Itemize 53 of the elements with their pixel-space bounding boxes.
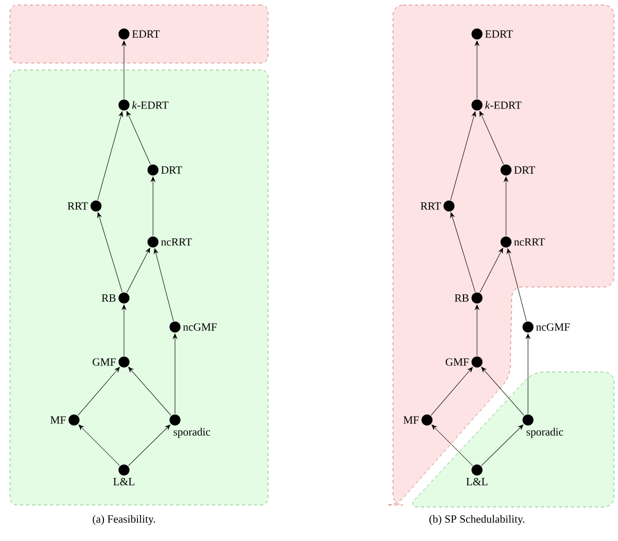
- node-label: DRT: [161, 166, 182, 174]
- region-box: [10, 70, 268, 506]
- arrow: [480, 111, 504, 165]
- arrow: [480, 248, 504, 293]
- arrow: [474, 40, 480, 100]
- arrow: [78, 424, 120, 466]
- node-label: MF: [404, 416, 419, 424]
- arrow: [504, 176, 508, 236]
- arrow: [126, 248, 150, 293]
- node-label: ncGMF: [183, 323, 217, 331]
- arrow: [172, 334, 178, 414]
- caption: (b) SP Schedulability.: [429, 515, 524, 525]
- arrow: [450, 212, 476, 292]
- arrow: [154, 248, 174, 322]
- node-label: GMF: [92, 358, 116, 366]
- arrow: [481, 366, 524, 416]
- arrow: [97, 212, 122, 292]
- node-label: sporadic: [174, 428, 210, 438]
- node-label: L&L: [466, 478, 488, 486]
- node-label: ncRRT: [514, 238, 545, 246]
- arrow: [78, 366, 120, 416]
- node-label: EDRT: [485, 30, 513, 38]
- arrow: [506, 248, 527, 322]
- node-label: k-EDRT: [485, 101, 522, 109]
- region-box: [10, 4, 268, 64]
- arrow: [126, 111, 151, 165]
- arrow: [122, 304, 126, 356]
- node-label: DRT: [514, 166, 536, 174]
- arrow: [432, 424, 473, 466]
- node-label: ncGMF: [536, 323, 570, 331]
- arrow: [474, 304, 480, 356]
- arrow: [481, 424, 524, 466]
- arrow: [450, 111, 476, 200]
- node-label: GMF: [446, 358, 469, 366]
- node-label: sporadic: [526, 428, 564, 438]
- node-label: EDRT: [132, 30, 160, 38]
- node-label: k-EDRT: [132, 101, 168, 109]
- node-label: RRT: [420, 202, 441, 210]
- arrow: [97, 111, 124, 200]
- arrow: [122, 40, 126, 100]
- node-label: RB: [102, 294, 116, 302]
- arrow: [128, 366, 172, 416]
- arrow: [526, 334, 530, 414]
- node-label: RB: [454, 294, 469, 302]
- caption: (a) Feasibility.: [92, 515, 156, 525]
- node-label: ncRRT: [161, 238, 192, 246]
- node-label: MF: [50, 416, 66, 424]
- node-label: RRT: [68, 202, 88, 210]
- node-label: L&L: [113, 478, 134, 486]
- region-area: [386, 4, 614, 506]
- arrow: [430, 366, 473, 416]
- arrow: [150, 176, 156, 236]
- arrow: [128, 424, 170, 466]
